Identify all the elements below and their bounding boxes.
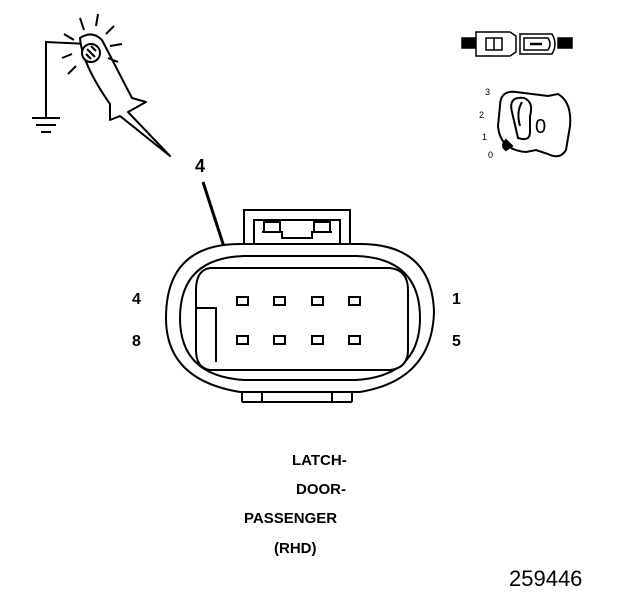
connector-pair-icon <box>461 31 573 57</box>
terminal-8 <box>236 335 249 345</box>
ignition-key-icon <box>496 90 572 158</box>
key-position-2: 2 <box>479 110 485 120</box>
caption-line-3: PASSENGER <box>244 510 338 527</box>
pin-label-top-right: 1 <box>452 291 461 308</box>
ground-symbol-icon <box>32 40 89 133</box>
terminal-2 <box>311 296 324 306</box>
callout-number: 4 <box>195 156 206 176</box>
pin-label-bottom-left: 8 <box>132 333 141 350</box>
test-light-probe-icon <box>61 13 171 157</box>
pin-label-bottom-right: 5 <box>452 333 461 350</box>
key-position-3: 3 <box>485 87 491 97</box>
terminal-row-bottom <box>236 335 361 345</box>
caption-line-1: LATCH- <box>292 452 347 469</box>
key-position-0: 0 <box>488 150 494 160</box>
terminal-7 <box>273 335 286 345</box>
caption-line-4: (RHD) <box>274 540 317 557</box>
terminal-1 <box>348 296 361 306</box>
terminal-3 <box>273 296 286 306</box>
figure-number: 259446 <box>509 566 583 591</box>
terminal-6 <box>311 335 324 345</box>
key-glyph: 0 <box>535 116 547 138</box>
terminal-row-top <box>236 296 361 306</box>
caption-line-2: DOOR- <box>296 481 346 498</box>
pin-label-top-left: 4 <box>132 291 141 308</box>
connector-body <box>164 209 436 403</box>
terminal-5 <box>348 335 361 345</box>
terminal-4 <box>236 296 249 306</box>
key-position-1: 1 <box>482 132 488 142</box>
